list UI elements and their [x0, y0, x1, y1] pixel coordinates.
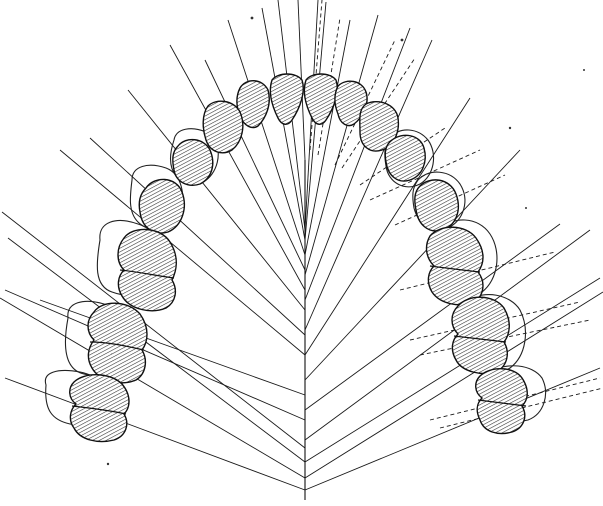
tooth-premolar-right-2	[415, 180, 459, 231]
speck	[251, 17, 254, 20]
tooth-molar-right-2	[452, 297, 509, 373]
tooth-molar-left-2	[88, 303, 147, 382]
tooth-molar-left-3	[70, 375, 129, 442]
speck	[509, 127, 511, 129]
radial-line-right-3	[305, 278, 600, 462]
speck	[401, 39, 404, 42]
shaded-teeth	[70, 74, 528, 442]
tooth-premolar-left-1	[173, 140, 213, 186]
tooth-canine-left	[203, 101, 243, 153]
tooth-incisor-right-central	[304, 74, 337, 124]
tooth-premolar-right-1	[385, 135, 425, 181]
speck	[525, 207, 527, 209]
tooth-incisor-left-central	[270, 74, 303, 124]
speck	[107, 463, 109, 465]
tooth-molar-right-1	[427, 227, 483, 305]
speck	[583, 69, 585, 71]
tooth-molar-left-1	[118, 229, 176, 310]
radial-line-left-1	[5, 378, 305, 490]
tooth-premolar-left-2	[139, 179, 184, 233]
